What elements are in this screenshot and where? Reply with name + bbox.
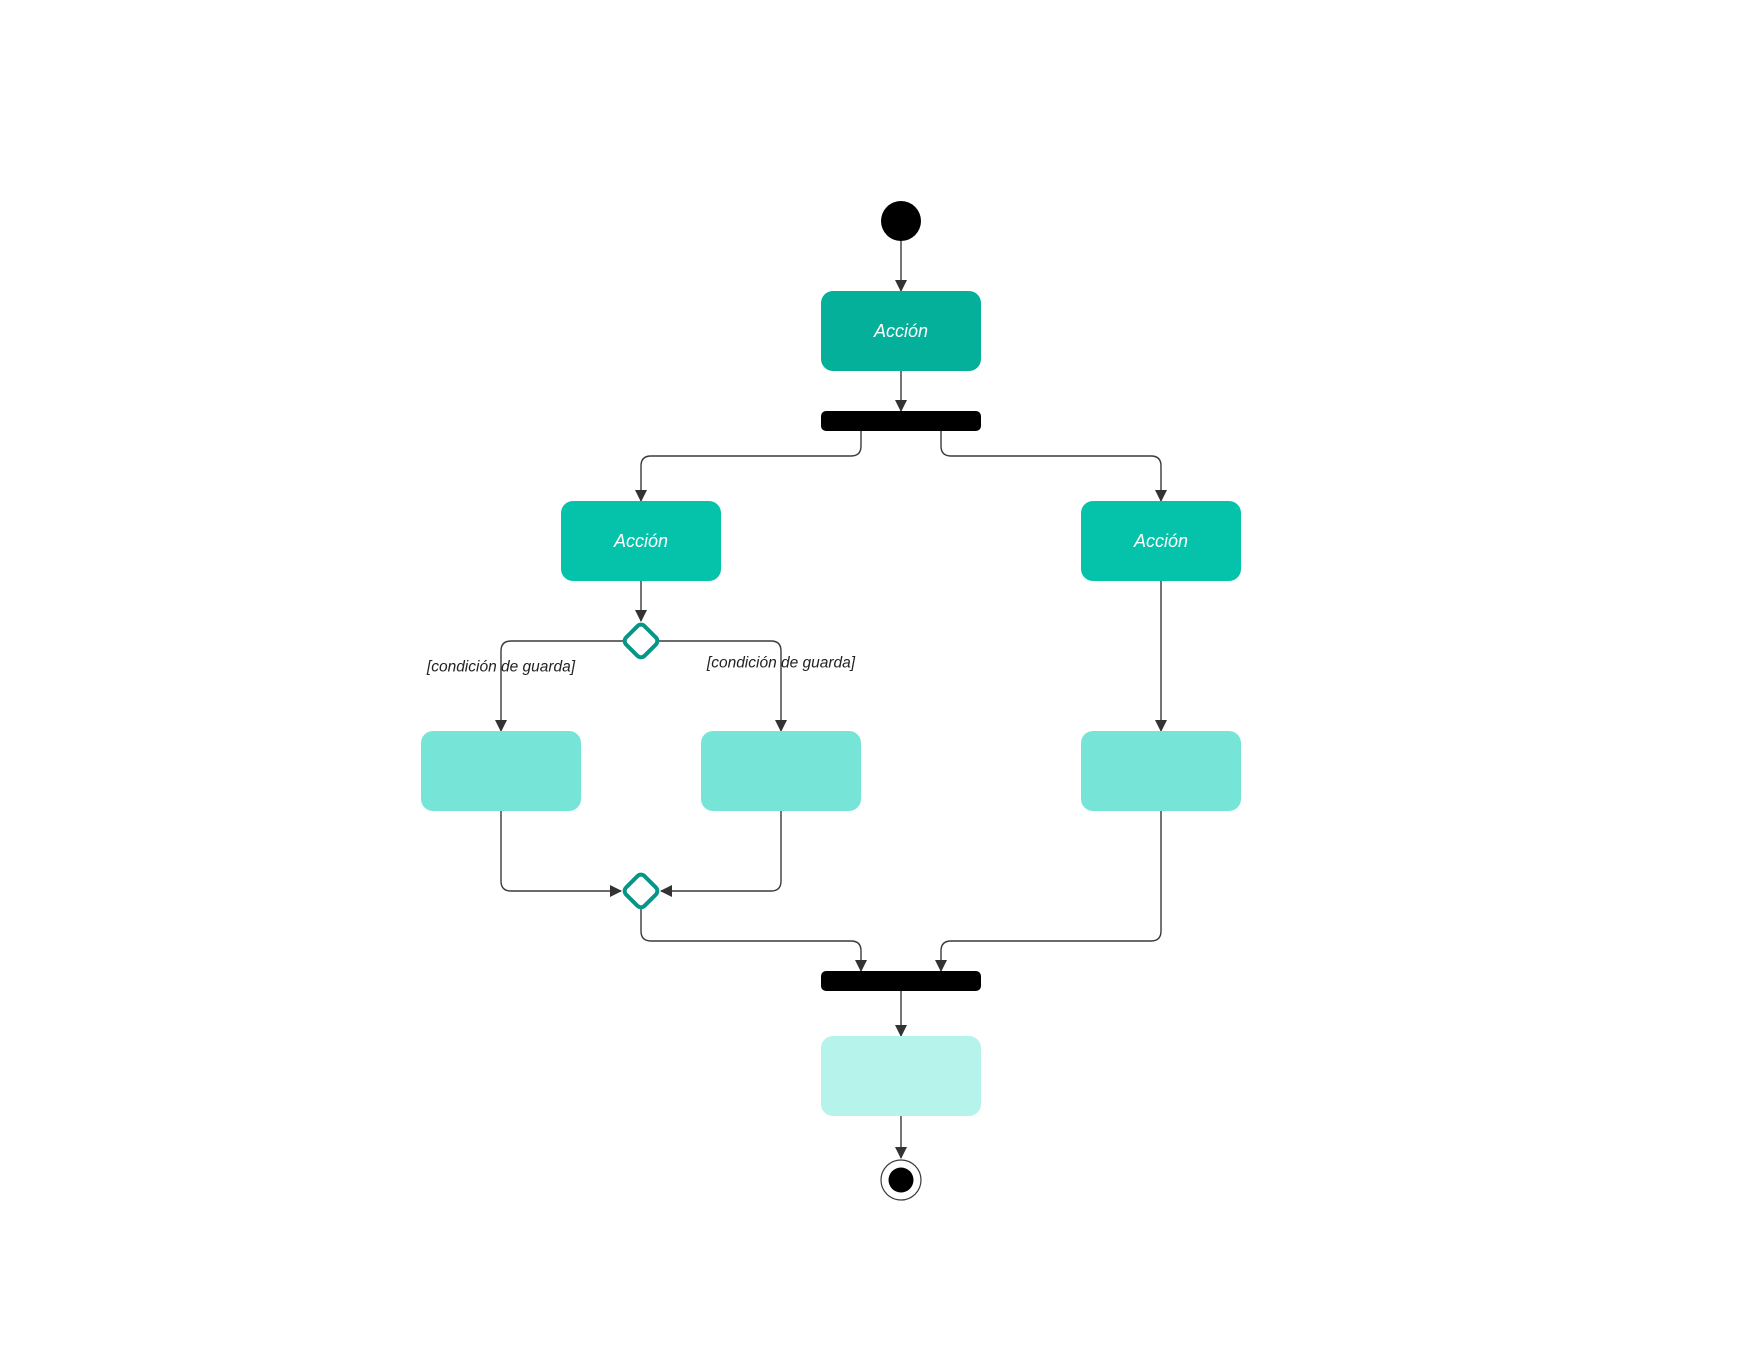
edge-branch-c-to-join[interactable] bbox=[935, 811, 1162, 972]
edge-fork-to-right-action[interactable] bbox=[940, 431, 1167, 502]
initial-node[interactable] bbox=[881, 201, 921, 241]
fork-bar[interactable] bbox=[821, 411, 981, 431]
decision-node[interactable] bbox=[622, 622, 660, 660]
action-label-top: Acción bbox=[873, 321, 928, 341]
action-node-branch-c[interactable] bbox=[1081, 731, 1241, 811]
action-node-right[interactable]: Acción bbox=[1081, 501, 1241, 581]
edge-fork-to-left-action[interactable] bbox=[635, 431, 862, 502]
edge-decision-to-branch-a[interactable] bbox=[495, 640, 623, 732]
edge-branch-a-to-merge[interactable] bbox=[500, 811, 622, 897]
action-node-final[interactable] bbox=[821, 1036, 981, 1116]
edge-branch-b-to-merge[interactable] bbox=[660, 811, 782, 897]
action-node-top[interactable]: Acción bbox=[821, 291, 981, 371]
edges bbox=[495, 241, 1167, 1159]
action-node-left[interactable]: Acción bbox=[561, 501, 721, 581]
action-node-branch-a[interactable] bbox=[421, 731, 581, 811]
action-node-branch-b[interactable] bbox=[701, 731, 861, 811]
guard-label-left: [condición de guarda] bbox=[426, 659, 576, 676]
join-bar[interactable] bbox=[821, 971, 981, 991]
final-node[interactable] bbox=[880, 1159, 922, 1201]
edge-merge-to-join[interactable] bbox=[640, 909, 867, 972]
edge-decision-to-branch-b[interactable] bbox=[659, 640, 787, 732]
merge-node[interactable] bbox=[622, 872, 660, 910]
guard-label-right: [condición de guarda] bbox=[706, 655, 856, 672]
action-label-left: Acción bbox=[613, 531, 668, 551]
action-label-right: Acción bbox=[1133, 531, 1188, 551]
